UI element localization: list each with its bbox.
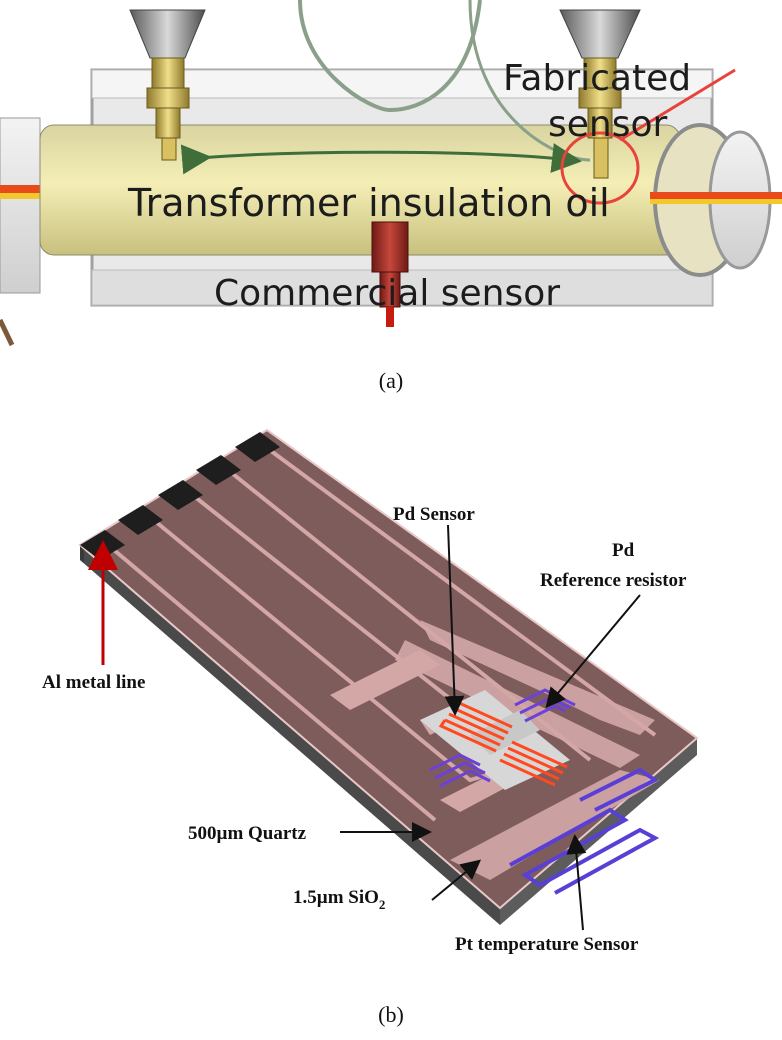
label-sio2-subscript: 2 (379, 897, 386, 912)
pt-temperature-element (509, 767, 660, 895)
label-sio2-main: 1.5µm SiO (293, 887, 379, 908)
label-commercial-sensor: Commercial sensor (214, 273, 560, 314)
pt-sensor-arrow (566, 834, 587, 931)
panel-b-chip: Pd Sensor Pd Reference resistor Al metal… (42, 428, 699, 955)
distance-arrow (180, 143, 582, 175)
left-fitting (129, 9, 206, 161)
pd-sensor-arrow (444, 524, 465, 716)
label-fabricated-sensor-line1: Fabricated (503, 58, 691, 99)
label-quartz: 500µm Quartz (188, 823, 307, 844)
pd-sensor-element (438, 700, 568, 787)
label-al-metal-line: Al metal line (42, 672, 145, 693)
label-pd-reference-line2: Reference resistor (540, 570, 687, 591)
commercial-sensor (371, 221, 409, 327)
caption-a: (a) (378, 368, 404, 393)
sensor-cable (298, 0, 482, 113)
highlight-circle (560, 131, 640, 205)
label-oil: Transformer insulation oil (127, 181, 610, 225)
caption-b: (b) (378, 1002, 404, 1027)
label-pt-temperature-sensor: Pt temperature Sensor (455, 934, 639, 955)
substrate-side (80, 545, 500, 925)
panel-a-photo: Fabricated sensor Transformer insulation… (0, 0, 782, 347)
pd-reference-arrow (545, 594, 641, 709)
right-fitting (559, 9, 641, 179)
label-pd-reference-line1: Pd (612, 540, 635, 561)
label-pd-sensor: Pd Sensor (393, 504, 475, 525)
left-flange (0, 117, 41, 294)
sio2-arrow (431, 859, 482, 901)
pd-reference-element (429, 688, 576, 788)
label-fabricated-sensor-line2: sensor (548, 104, 668, 145)
label-sio2: 1.5µm SiO2 (293, 887, 385, 912)
